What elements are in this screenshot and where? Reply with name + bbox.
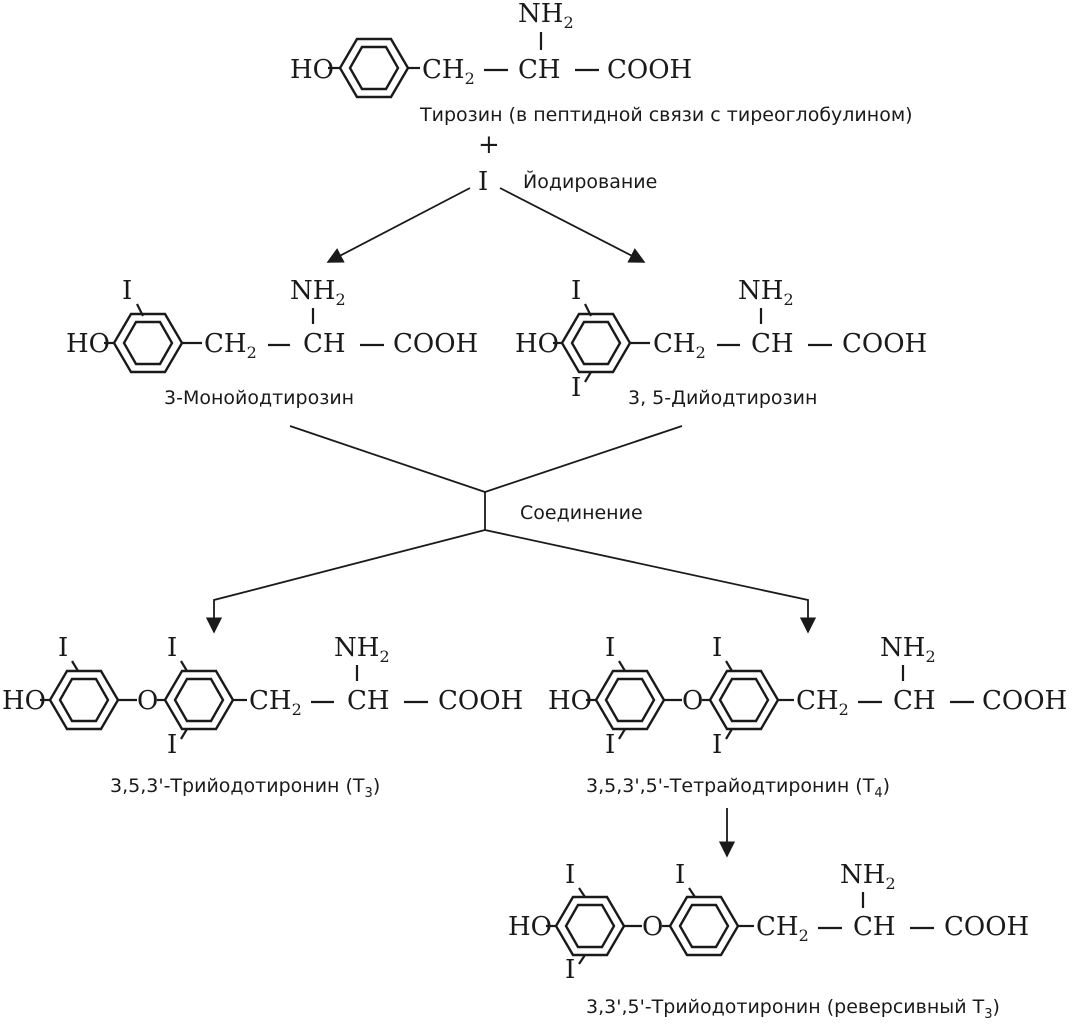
t4-ether-oxygen-label: O [682,686,703,716]
dit-ring-inner [570,320,622,366]
mit-iodine-label: I [122,276,132,306]
tyrosine-ring-inner [348,45,400,91]
t4-iodine-outer-bottom-bond [618,728,626,740]
coupling-label: Соединение [520,502,643,524]
t3-caption: 3,5,3'-Трийодотиронин (Т3) [110,775,380,801]
mit-hydroxyl-label: HO [66,329,110,359]
t4-iodine-inner-bottom-label: I [712,730,722,760]
dit-hydroxyl-label: HO [515,329,559,359]
t3-iodine-inner-bottom-label: I [167,730,177,760]
t4-alpha-carbon-label: CH [893,686,936,716]
tyrosine-caption: Тирозин (в пептидной связи с тиреоглобул… [419,104,913,126]
t3-outer-ring-inner [58,677,110,723]
t4-inner-ring-inner [718,677,770,723]
rt3-carboxyl-label: COOH [944,912,1029,942]
dit-carboxyl-label: COOH [842,329,927,359]
tyrosine-amino-label: NH2 [518,0,574,32]
mit-structure: I HO CH2 NH2 CH COOH [66,276,478,374]
dit-caption: 3, 5-Дийодтирозин [628,387,817,409]
t3-inner-ring-inner [173,677,225,723]
iodination-label: Йодирование [523,170,657,193]
mit-caption: 3-Монойодтирозин [164,387,354,409]
t3-ether-oxygen-label: O [137,686,158,716]
t4-iodine-inner-top-bond [725,660,733,672]
t3-amino-label: NH2 [334,633,390,666]
t3-alpha-carbon-label: CH [347,686,390,716]
rt3-caption: 3,3',5'-Трийодотиронин (реверсивный Т3) [586,996,1000,1022]
rt3-methylene-label: CH2 [756,912,809,945]
t4-methylene-label: CH2 [796,686,849,719]
t4-hydroxyl-label: HO [548,686,592,716]
mit-ring-inner [122,320,174,366]
coupling-line-from-dit [484,425,683,493]
rt3-ether-oxygen-label: O [642,912,663,942]
tyrosine-structure: HO CH2 NH2 CH COOH [290,0,692,99]
arrow-to-dit [499,187,646,263]
plus-sign: + [478,130,500,160]
rt3-iodine-outer-bottom-bond [578,954,586,965]
dit-amino-label: NH2 [738,276,794,309]
arrow-to-t4 [484,529,817,634]
dit-methylene-label: CH2 [653,329,706,362]
rt3-iodine-inner-bond [688,887,696,898]
rt3-hydroxyl-label: HO [508,912,552,942]
t4-outer-ring-inner [604,677,656,723]
rt3-alpha-carbon-label: CH [853,912,896,942]
rt3-outer-ring-inner [564,903,616,949]
t3-methylene-label: CH2 [249,686,302,719]
t4-structure: HO I I O I I CH2 NH2 CH COOH [548,633,1067,760]
dit-iodine-bottom-bond [584,371,592,383]
rt3-amino-label: NH2 [840,860,896,893]
t3-carboxyl-label: COOH [438,686,523,716]
t4-iodine-outer-top-bond [618,660,626,672]
rt3-iodine-outer-top-label: I [565,860,575,890]
t3-iodine-outer-bond [71,660,79,672]
rt3-iodine-inner-label: I [675,860,685,890]
mit-alpha-carbon-label: CH [303,329,346,359]
iodine-reagent: I [478,167,488,197]
dit-alpha-carbon-label: CH [751,329,794,359]
t4-iodine-inner-bottom-bond [725,728,733,740]
t3-structure: HO I O I I CH2 NH2 CH COOH [2,633,523,760]
tyrosine-alpha-carbon-label: CH [518,55,561,85]
dit-iodine-top-label: I [571,276,581,306]
rt3-iodine-outer-bottom-label: I [565,955,575,985]
tyrosine-hydroxyl-label: HO [290,55,334,85]
t3-iodine-outer-label: I [58,633,68,663]
t3-hydroxyl-label: HO [2,686,46,716]
dit-structure: I HO I CH2 NH2 CH COOH [515,276,927,403]
tyrosine-carboxyl-label: COOH [607,55,692,85]
dit-iodine-bottom-label: I [571,373,581,403]
mit-methylene-label: CH2 [204,329,257,362]
t3-iodine-inner-top-bond [180,660,188,672]
coupling-line-from-mit [289,425,486,493]
t3-iodine-inner-bottom-bond [180,728,188,740]
t4-iodine-outer-bottom-label: I [605,730,615,760]
rt3-inner-ring-inner [678,903,730,949]
t3-iodine-inner-top-label: I [167,633,177,663]
t4-amino-label: NH2 [880,633,936,666]
arrow-to-t3 [205,529,486,634]
mit-amino-label: NH2 [290,276,346,309]
rt3-iodine-outer-top-bond [578,887,586,898]
t4-carboxyl-label: COOH [982,686,1067,716]
reverse-t3-structure: HO I I O I CH2 NH2 CH COOH [508,860,1029,985]
t4-caption: 3,5,3',5'-Тетрайодтиронин (Т4) [586,775,890,801]
t4-iodine-inner-top-label: I [712,633,722,663]
t4-iodine-outer-top-label: I [605,633,615,663]
mit-carboxyl-label: COOH [393,329,478,359]
arrow-to-mit [326,187,471,263]
tyrosine-methylene-label: CH2 [422,55,475,88]
